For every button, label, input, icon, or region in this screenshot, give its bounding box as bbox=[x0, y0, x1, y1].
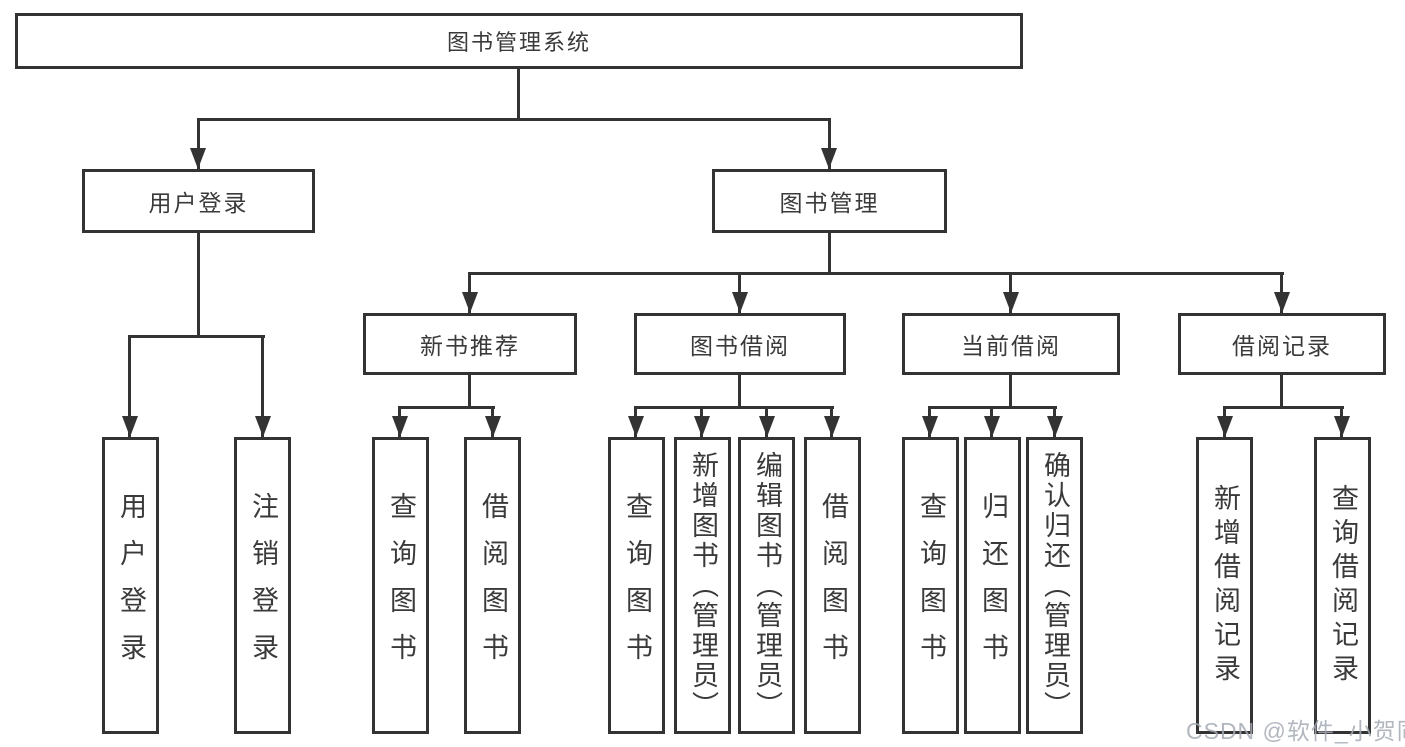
leaf-edit-books-admin: 编辑图书（管理员） bbox=[738, 437, 795, 734]
leaf-query-borrow-record: 查询借阅记录 bbox=[1314, 437, 1371, 734]
arrowhead-down-icon bbox=[391, 416, 408, 437]
connector-line bbox=[1009, 375, 1012, 408]
arrowhead-down-icon bbox=[821, 148, 837, 169]
arrowhead-down-icon bbox=[1333, 416, 1350, 437]
node-borrowing-records: 借阅记录 bbox=[1178, 313, 1386, 375]
arrowhead-down-icon bbox=[254, 416, 271, 437]
arrowhead-down-icon bbox=[484, 416, 501, 437]
connector-line bbox=[128, 335, 131, 437]
leaf-add-books-admin: 新增图书（管理员） bbox=[674, 437, 731, 734]
leaf-query-books-recommend: 查询图书 bbox=[372, 437, 429, 734]
connector-line bbox=[468, 375, 471, 408]
leaf-borrow-books: 借阅图书 bbox=[804, 437, 861, 734]
connector-line bbox=[828, 233, 831, 274]
connector-line bbox=[738, 375, 741, 408]
connector-line bbox=[1280, 375, 1283, 408]
arrowhead-down-icon bbox=[1046, 416, 1063, 437]
arrowhead-down-icon bbox=[1273, 292, 1290, 313]
arrowhead-down-icon bbox=[627, 416, 644, 437]
node-library-system: 图书管理系统 bbox=[15, 13, 1023, 69]
leaf-return-books: 归还图书 bbox=[964, 437, 1021, 734]
arrowhead-down-icon bbox=[921, 416, 938, 437]
arrowhead-down-icon bbox=[823, 416, 840, 437]
leaf-confirm-return-admin: 确认归还（管理员） bbox=[1026, 437, 1083, 734]
connector-line bbox=[197, 118, 831, 121]
node-current-borrowing: 当前借阅 bbox=[902, 313, 1120, 375]
connector-line bbox=[197, 233, 200, 337]
connector-line bbox=[634, 406, 834, 409]
watermark: CSDN @软件_小贺同学 bbox=[1186, 718, 1405, 744]
connector-line bbox=[517, 69, 520, 120]
connector-line bbox=[398, 406, 495, 409]
node-user-login: 用户登录 bbox=[82, 169, 315, 233]
connector-line bbox=[128, 335, 265, 338]
arrowhead-down-icon bbox=[983, 416, 1000, 437]
arrowhead-down-icon bbox=[1002, 292, 1019, 313]
leaf-query-books-current: 查询图书 bbox=[902, 437, 959, 734]
node-book-management: 图书管理 bbox=[712, 169, 947, 233]
connector-line bbox=[1223, 406, 1344, 409]
arrowhead-down-icon bbox=[461, 292, 478, 313]
leaf-borrow-books-recommend: 借阅图书 bbox=[464, 437, 521, 734]
arrowhead-down-icon bbox=[731, 292, 748, 313]
connector-line bbox=[468, 272, 1284, 275]
arrowhead-down-icon bbox=[693, 416, 710, 437]
node-book-borrowing: 图书借阅 bbox=[634, 313, 846, 375]
leaf-add-borrow-record: 新增借阅记录 bbox=[1196, 437, 1253, 734]
arrowhead-down-icon bbox=[758, 416, 775, 437]
arrowhead-down-icon bbox=[121, 416, 138, 437]
leaf-query-books-borrow: 查询图书 bbox=[608, 437, 665, 734]
arrowhead-down-icon bbox=[190, 148, 206, 169]
connector-line bbox=[828, 118, 831, 169]
connector-line bbox=[197, 118, 200, 169]
node-new-book-recommend: 新书推荐 bbox=[363, 313, 577, 375]
leaf-logout: 注销登录 bbox=[234, 437, 291, 734]
connector-line bbox=[261, 335, 264, 437]
arrowhead-down-icon bbox=[1216, 416, 1233, 437]
leaf-user-login: 用户登录 bbox=[102, 437, 159, 734]
